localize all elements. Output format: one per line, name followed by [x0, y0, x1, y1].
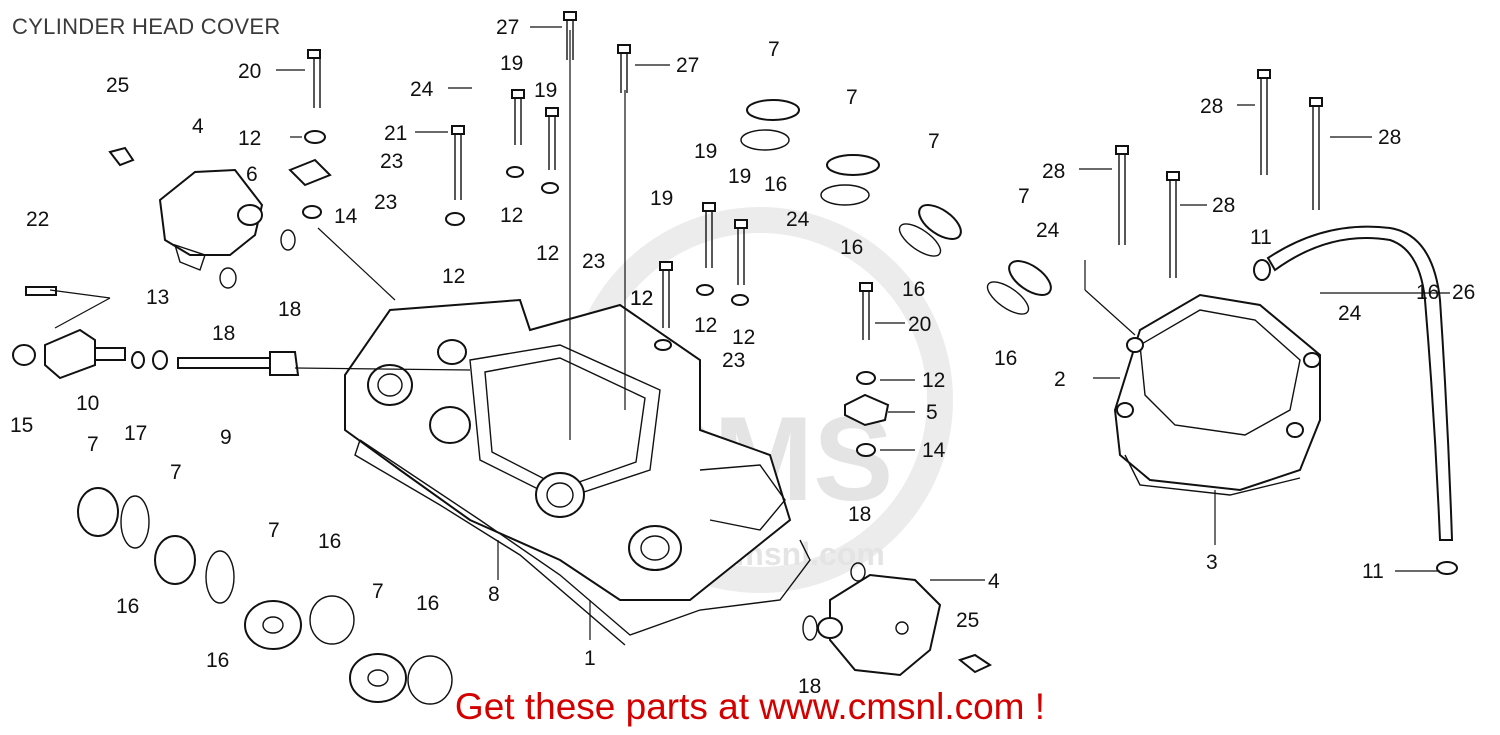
callout-label: 12	[630, 287, 653, 310]
callout-label: 27	[676, 54, 699, 77]
callout-labels: 27 27 20 25 24 19 19 7 7 7 28 28 4 12 21…	[10, 16, 1475, 698]
callout-label: 8	[488, 583, 500, 606]
callout-label: 7	[268, 519, 280, 542]
callout-label: 10	[76, 392, 99, 415]
callout-label: 16	[840, 236, 863, 259]
callout-label: 12	[442, 265, 465, 288]
callout-label: 7	[928, 130, 940, 153]
callout-label: 7	[372, 580, 384, 603]
leader-lines	[49, 26, 1450, 640]
callout-label: 12	[694, 314, 717, 337]
callout-label: 16	[116, 595, 139, 618]
callout-label: 16	[994, 347, 1017, 370]
callout-label: 12	[238, 127, 261, 150]
callout-label: 19	[650, 187, 673, 210]
callout-label: 22	[26, 208, 49, 231]
gasket-part-8	[354, 439, 811, 646]
callout-label: 25	[956, 609, 979, 632]
callout-label: 7	[1018, 185, 1030, 208]
side-cover-lower-part-4	[817, 573, 942, 677]
callout-label: 13	[146, 286, 169, 309]
callout-label: 23	[374, 191, 397, 214]
callout-label: 5	[926, 401, 938, 424]
callout-label: 19	[728, 165, 751, 188]
callout-label: 28	[1212, 194, 1235, 217]
callout-label: 18	[278, 298, 301, 321]
callout-label: 17	[124, 422, 147, 445]
callout-label: 23	[722, 349, 745, 372]
caps-and-seals-left	[77, 487, 453, 705]
callout-label: 20	[908, 313, 931, 336]
callout-label: 7	[87, 433, 99, 456]
callout-label: 24	[1338, 302, 1362, 325]
callout-label: 24	[410, 78, 434, 101]
callout-label: 24	[786, 208, 810, 231]
callout-label: 23	[380, 150, 403, 173]
callout-label: 21	[384, 122, 407, 145]
breather-hose-part-26	[1266, 225, 1454, 541]
callout-label: 16	[1416, 281, 1439, 304]
callout-label: 3	[1206, 551, 1218, 574]
callout-label: 7	[846, 86, 858, 109]
breather-cover-part-2	[1113, 293, 1321, 496]
callout-label: 28	[1200, 95, 1223, 118]
callout-label: 27	[496, 16, 519, 39]
callout-label: 7	[170, 461, 182, 484]
callout-label: 19	[534, 79, 557, 102]
callout-label: 24	[1036, 219, 1060, 242]
callout-label: 11	[1250, 226, 1272, 249]
shaft-assembly-part-9	[12, 286, 300, 380]
callout-label: 16	[764, 173, 787, 196]
callout-label: 11	[1362, 560, 1384, 583]
callout-label: 12	[630, 287, 653, 310]
promo-banner-link[interactable]: Get these parts at www.cmsnl.com !	[454, 686, 1046, 727]
callout-label: 26	[1452, 281, 1475, 304]
callout-label: 6	[246, 163, 258, 186]
callout-label: 16	[206, 649, 229, 672]
callout-label: 14	[334, 205, 358, 228]
callout-label: 4	[192, 115, 204, 138]
caps-and-seals-top	[740, 99, 1052, 315]
callout-label: 12	[922, 369, 945, 392]
callout-label: 23	[582, 250, 605, 273]
callout-label: 18	[848, 503, 871, 526]
callout-label: 25	[106, 74, 129, 97]
callout-label: 19	[500, 52, 523, 75]
callout-label: 28	[1378, 126, 1401, 149]
callout-label: 14	[922, 439, 946, 462]
callout-label: 28	[1042, 160, 1065, 183]
callout-label: 12	[732, 326, 755, 349]
cylinder-head-part-1	[344, 298, 792, 601]
page-title: CYLINDER HEAD COVER	[12, 14, 281, 39]
callout-label: 12	[500, 204, 523, 227]
callout-label: 16	[318, 530, 341, 553]
callout-label: 4	[988, 570, 1000, 593]
callout-label: 16	[902, 278, 925, 301]
side-cover-upper-part-4	[158, 168, 264, 271]
callout-label: 7	[768, 38, 780, 61]
callout-label: 18	[798, 675, 821, 698]
callout-label: 20	[238, 60, 261, 83]
bolts	[108, 11, 1458, 674]
callout-label: 16	[416, 592, 439, 615]
callout-label: 18	[212, 322, 235, 345]
callout-label: 15	[10, 414, 33, 437]
callout-label: 2	[1054, 368, 1066, 391]
callout-label: 9	[220, 426, 232, 449]
callout-label: 12	[536, 242, 559, 265]
callout-label: 1	[584, 647, 596, 670]
callout-label: 19	[694, 140, 717, 163]
